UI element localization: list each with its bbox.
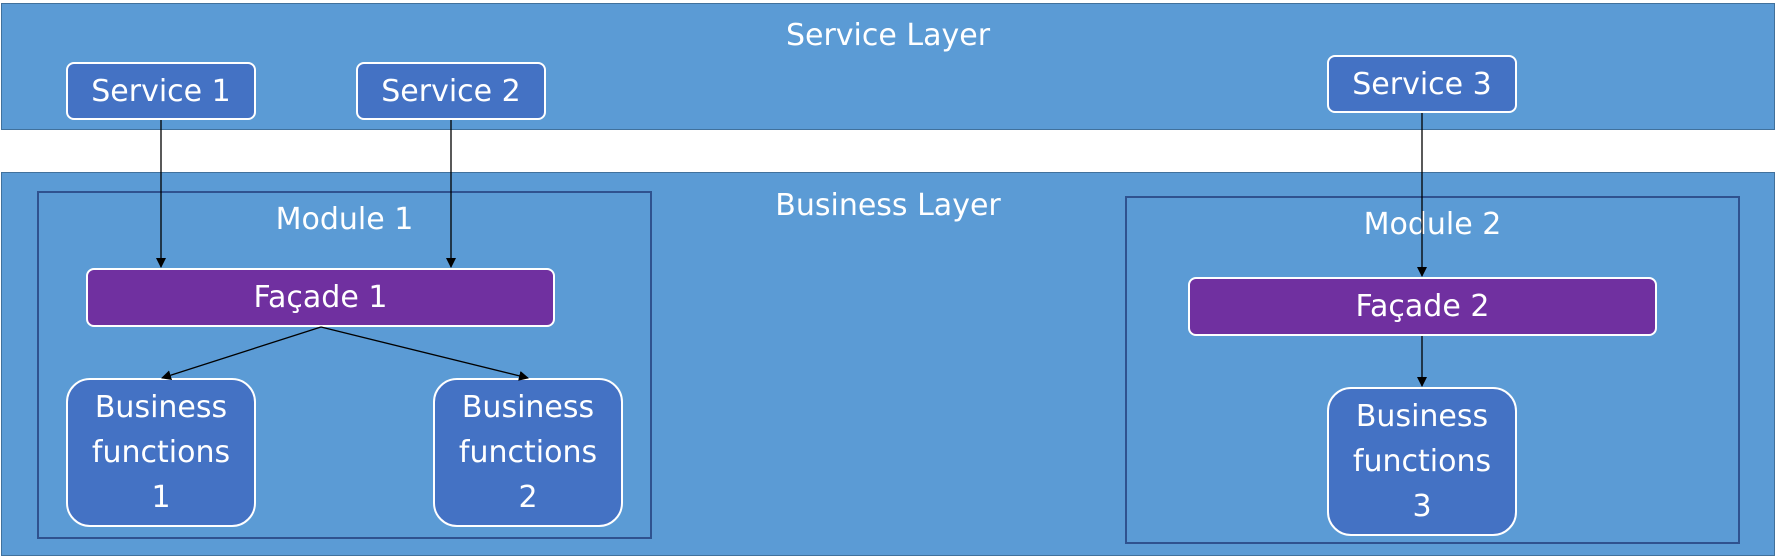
service-3-box[interactable]: Service 3 [1327,55,1517,113]
business-functions-2-line-1: Business [461,390,595,425]
business-functions-1-line-1: Business [94,390,228,425]
facade-2-label: Façade 2 [1355,289,1490,324]
business-functions-2-box[interactable]: Business functions 2 [433,378,623,527]
facade-2-box[interactable]: Façade 2 [1188,277,1657,336]
service-2-label: Service 2 [381,73,521,109]
business-functions-3-box[interactable]: Business functions 3 [1327,387,1517,536]
module-1-title: Module 1 [275,202,414,237]
facade-1-box[interactable]: Façade 1 [86,268,555,327]
business-functions-3-line-2: functions [1352,444,1492,479]
module-2-title: Module 2 [1363,207,1502,242]
business-functions-3-line-3: 3 [1412,489,1432,524]
service-1-label: Service 1 [91,73,231,109]
business-functions-1-box[interactable]: Business functions 1 [66,378,256,527]
service-layer-title: Service Layer [785,18,991,53]
business-functions-1-line-3: 1 [151,480,171,515]
business-layer-title: Business Layer [775,188,1001,223]
business-functions-2-line-2: functions [458,435,598,470]
business-functions-3-line-1: Business [1355,399,1489,434]
business-functions-2-line-3: 2 [518,480,538,515]
module-1: Module 1 [37,191,652,539]
business-functions-1-line-2: functions [91,435,231,470]
service-1-box[interactable]: Service 1 [66,62,256,120]
service-3-label: Service 3 [1352,66,1492,102]
facade-1-label: Façade 1 [253,280,388,315]
module-2: Module 2 [1125,196,1740,544]
service-2-box[interactable]: Service 2 [356,62,546,120]
